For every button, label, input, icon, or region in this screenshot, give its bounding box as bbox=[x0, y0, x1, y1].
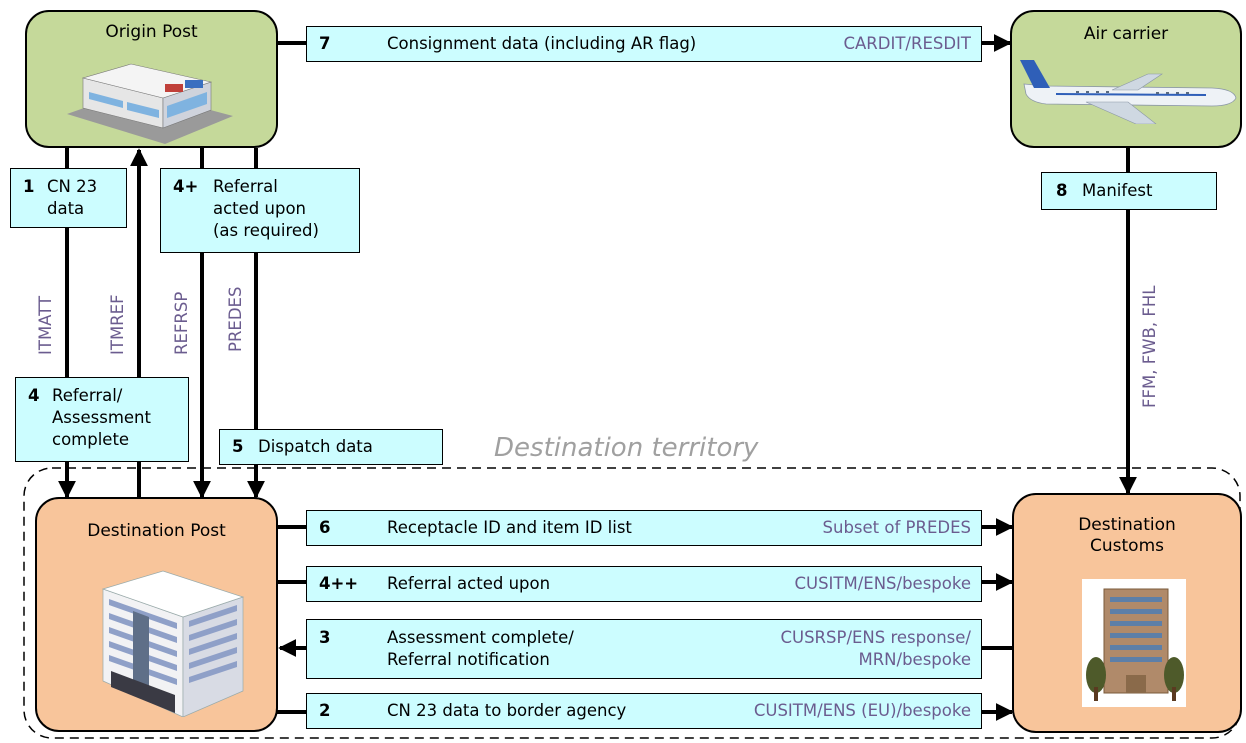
flow-2-text: CN 23 data to border agency bbox=[387, 701, 627, 720]
flow-4-label: 4 Referral/ Assessment complete bbox=[15, 377, 189, 462]
post-office-building-icon bbox=[67, 63, 233, 144]
flow-3-text-line2: Referral notification bbox=[387, 650, 550, 669]
airplane-icon bbox=[1020, 60, 1237, 124]
itmatt-protocol-label: ITMATT bbox=[36, 295, 55, 355]
flow-3-protocol-line1: CUSRSP/ENS response/ bbox=[780, 628, 971, 647]
flow-4plus-text-line3: (as required) bbox=[213, 221, 319, 240]
flow-3-text-line1: Assessment complete/ bbox=[387, 628, 574, 647]
flow-7-number: 7 bbox=[319, 34, 331, 53]
flow-5-number: 5 bbox=[232, 437, 244, 456]
flow-1-number: 1 bbox=[23, 177, 35, 196]
flow-5-label: 5 Dispatch data bbox=[219, 429, 443, 465]
flow-5-text: Dispatch data bbox=[258, 437, 373, 456]
origin-post-node: Origin Post bbox=[25, 10, 278, 148]
flow-4-text-line1: Referral/ bbox=[52, 386, 123, 405]
flow-2-protocol: CUSITM/ENS (EU)/bespoke bbox=[753, 701, 971, 720]
flow-7-protocol: CARDIT/RESDIT bbox=[843, 34, 972, 53]
flow-4plus-label: 4+ Referral acted upon (as required) bbox=[160, 168, 360, 253]
flow-6-number: 6 bbox=[319, 518, 331, 537]
flow-1-text-line1: CN 23 bbox=[47, 177, 98, 196]
flow-8-text: Manifest bbox=[1082, 181, 1153, 200]
flow-4plusplus-protocol: CUSITM/ENS/bespoke bbox=[794, 574, 971, 593]
flow-7-text: Consignment data (including AR flag) bbox=[387, 34, 697, 53]
destination-post-node: Destination Post bbox=[35, 497, 278, 732]
destination-customs-node: Destination Customs bbox=[1012, 493, 1242, 733]
flow-4plusplus-text: Referral acted upon bbox=[387, 574, 551, 593]
office-building-icon bbox=[101, 570, 245, 717]
flow-6-label: 6 Receptacle ID and item ID list Subset … bbox=[306, 510, 982, 546]
ffm-fwb-fhl-protocol-label: FFM, FWB, FHL bbox=[1140, 285, 1159, 408]
flow-2-number: 2 bbox=[319, 701, 331, 720]
itmref-protocol-label: ITMREF bbox=[108, 294, 127, 355]
origin-post-title: Origin Post bbox=[105, 22, 198, 42]
flow-4plus-number: 4+ bbox=[173, 177, 199, 196]
flow-4plusplus-number: 4++ bbox=[319, 574, 359, 593]
flow-1-text-line2: data bbox=[47, 199, 85, 218]
flow-3-number: 3 bbox=[319, 628, 331, 647]
air-carrier-node: Air carrier bbox=[1010, 10, 1242, 148]
flow-4-number: 4 bbox=[28, 386, 40, 405]
refrsp-protocol-label: REFRSP bbox=[172, 291, 191, 355]
flow-4plus-text-line2: acted upon bbox=[213, 199, 307, 218]
flow-7-label: 7 Consignment data (including AR flag) C… bbox=[306, 26, 982, 62]
predes-protocol-label: PREDES bbox=[226, 286, 245, 352]
flow-4plus-text-line1: Referral bbox=[213, 177, 278, 196]
flow-6-protocol: Subset of PREDES bbox=[822, 518, 971, 537]
flow-4plusplus-label: 4++ Referral acted upon CUSITM/ENS/bespo… bbox=[306, 566, 982, 602]
flow-8-label: 8 Manifest bbox=[1041, 172, 1217, 210]
flow-3-label: 3 Assessment complete/ Referral notifica… bbox=[306, 619, 982, 679]
customs-building-icon bbox=[1082, 579, 1186, 707]
destination-customs-title: Destination Customs bbox=[1078, 515, 1176, 556]
flow-1-label: 1 CN 23 data bbox=[10, 168, 127, 228]
flow-2-label: 2 CN 23 data to border agency CUSITM/ENS… bbox=[306, 693, 982, 729]
air-carrier-title: Air carrier bbox=[1083, 24, 1169, 44]
flow-4-text-line3: complete bbox=[52, 430, 130, 449]
destination-territory-label: Destination territory bbox=[494, 433, 759, 463]
destination-post-title: Destination Post bbox=[87, 521, 226, 541]
flow-3-protocol-line2: MRN/bespoke bbox=[858, 650, 971, 669]
flow-4-text-line2: Assessment bbox=[52, 408, 151, 427]
flow-6-text: Receptacle ID and item ID list bbox=[387, 518, 632, 537]
flow-8-number: 8 bbox=[1056, 181, 1068, 200]
